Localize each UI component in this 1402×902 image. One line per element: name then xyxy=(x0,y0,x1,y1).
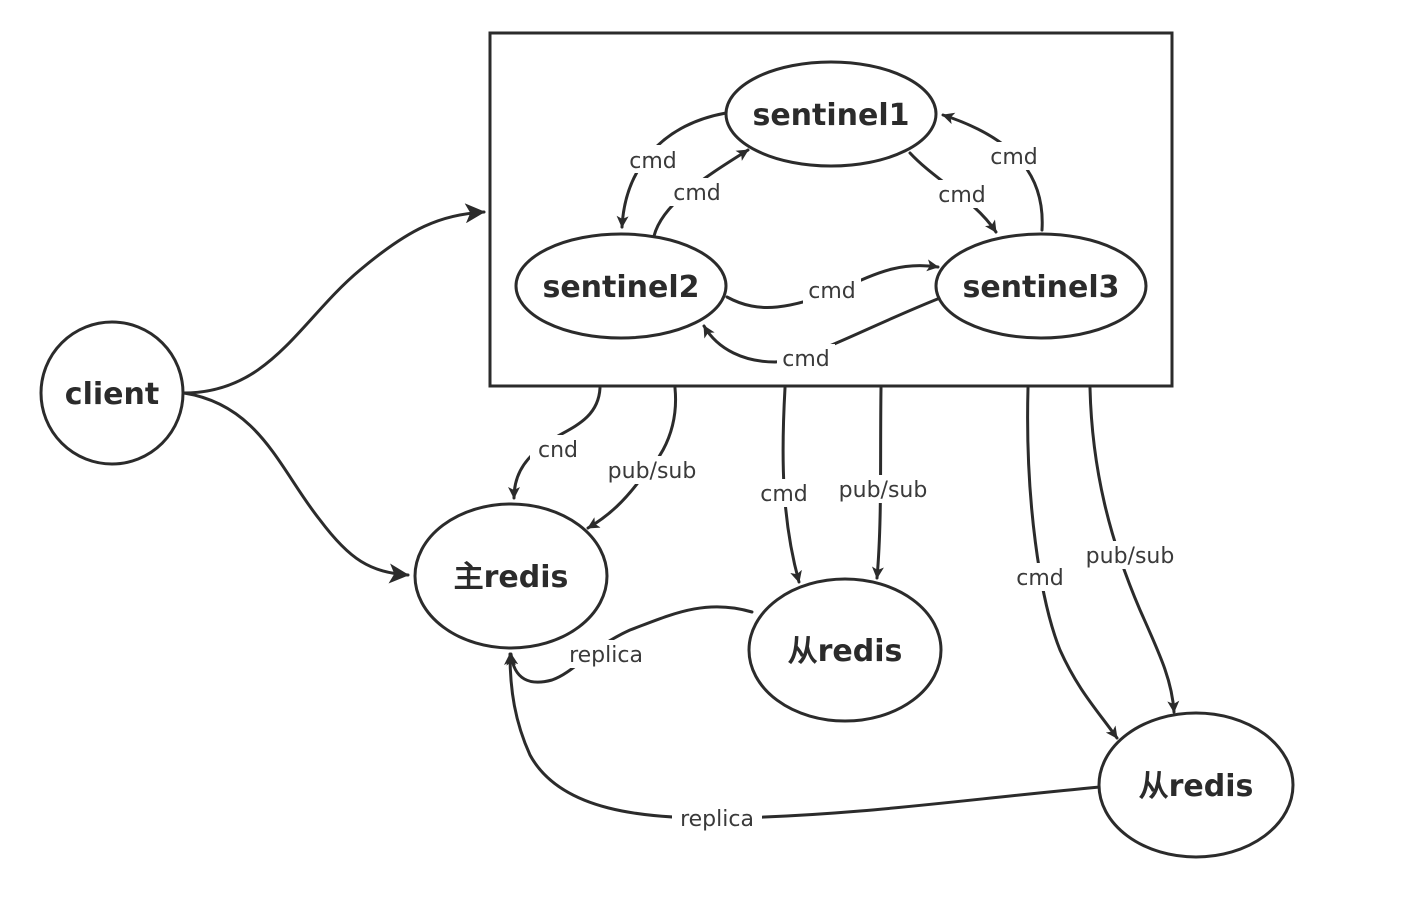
node-sentinel2: sentinel2 xyxy=(514,232,728,340)
svg-text:cmd: cmd xyxy=(1016,566,1064,591)
edge-s3-to-s1 xyxy=(941,112,1044,232)
edge-label-s2-to-s3: cmd xyxy=(803,276,861,304)
svg-text:replica: replica xyxy=(569,643,643,668)
edge-label-cluster-to-slave1-pubsub: pub/sub xyxy=(829,475,937,503)
svg-text:cmd: cmd xyxy=(808,279,856,304)
svg-text:cmd: cmd xyxy=(629,149,677,174)
node-label-sentinel2: sentinel2 xyxy=(542,270,699,305)
svg-text:cmd: cmd xyxy=(938,183,986,208)
svg-text:cnd: cnd xyxy=(538,438,578,463)
svg-text:pub/sub: pub/sub xyxy=(608,459,697,484)
node-label-slave-redis-1: 从redis xyxy=(788,634,903,669)
edge-client-to-master xyxy=(182,391,410,584)
sentinel-cluster-frame xyxy=(488,31,1174,388)
node-label-master-redis: 主redis xyxy=(454,560,569,595)
node-label-sentinel3: sentinel3 xyxy=(962,270,1119,305)
edge-label-s1-to-s2: cmd xyxy=(624,145,682,174)
edge-label-cluster-to-slave2-pubsub: pub/sub xyxy=(1076,541,1184,569)
svg-text:pub/sub: pub/sub xyxy=(839,478,928,503)
svg-text:cmd: cmd xyxy=(673,181,721,206)
node-label-slave-redis-2: 从redis xyxy=(1139,769,1254,804)
svg-text:pub/sub: pub/sub xyxy=(1086,544,1175,569)
edge-label-cluster-to-master-cmd: cnd xyxy=(530,435,586,463)
edge-label-cluster-to-slave1-cmd: cmd xyxy=(755,479,813,507)
edge-label-s3-to-s2: cmd xyxy=(777,344,835,372)
node-client: client xyxy=(39,320,185,466)
edge-label-slave1-replica: replica xyxy=(561,640,651,668)
edge-label-cluster-to-slave2-cmd: cmd xyxy=(1011,563,1069,591)
edge-label-s2-to-s1: cmd xyxy=(668,178,726,206)
node-sentinel3: sentinel3 xyxy=(934,232,1148,340)
node-slave-redis-1: 从redis xyxy=(747,577,943,723)
svg-text:cmd: cmd xyxy=(782,347,830,372)
edge-label-slave2-replica: replica xyxy=(672,804,762,832)
node-slave-redis-2: 从redis xyxy=(1097,711,1295,859)
edge-client-to-cluster xyxy=(182,203,486,395)
node-sentinel1: sentinel1 xyxy=(724,60,938,168)
edge-label-s3-to-s1: cmd xyxy=(985,142,1043,170)
node-master-redis: 主redis xyxy=(413,502,609,650)
edge-label-cluster-to-master-pubsub: pub/sub xyxy=(598,456,706,484)
svg-text:replica: replica xyxy=(680,807,754,832)
edge-cluster-to-slave2-cmd xyxy=(1026,386,1119,740)
svg-text:cmd: cmd xyxy=(760,482,808,507)
svg-text:cmd: cmd xyxy=(990,145,1038,170)
node-label-client: client xyxy=(65,377,159,412)
node-label-sentinel1: sentinel1 xyxy=(752,98,909,133)
edge-cluster-to-slave2-pubsub xyxy=(1088,386,1180,714)
edge-label-s1-to-s3: cmd xyxy=(933,180,991,208)
